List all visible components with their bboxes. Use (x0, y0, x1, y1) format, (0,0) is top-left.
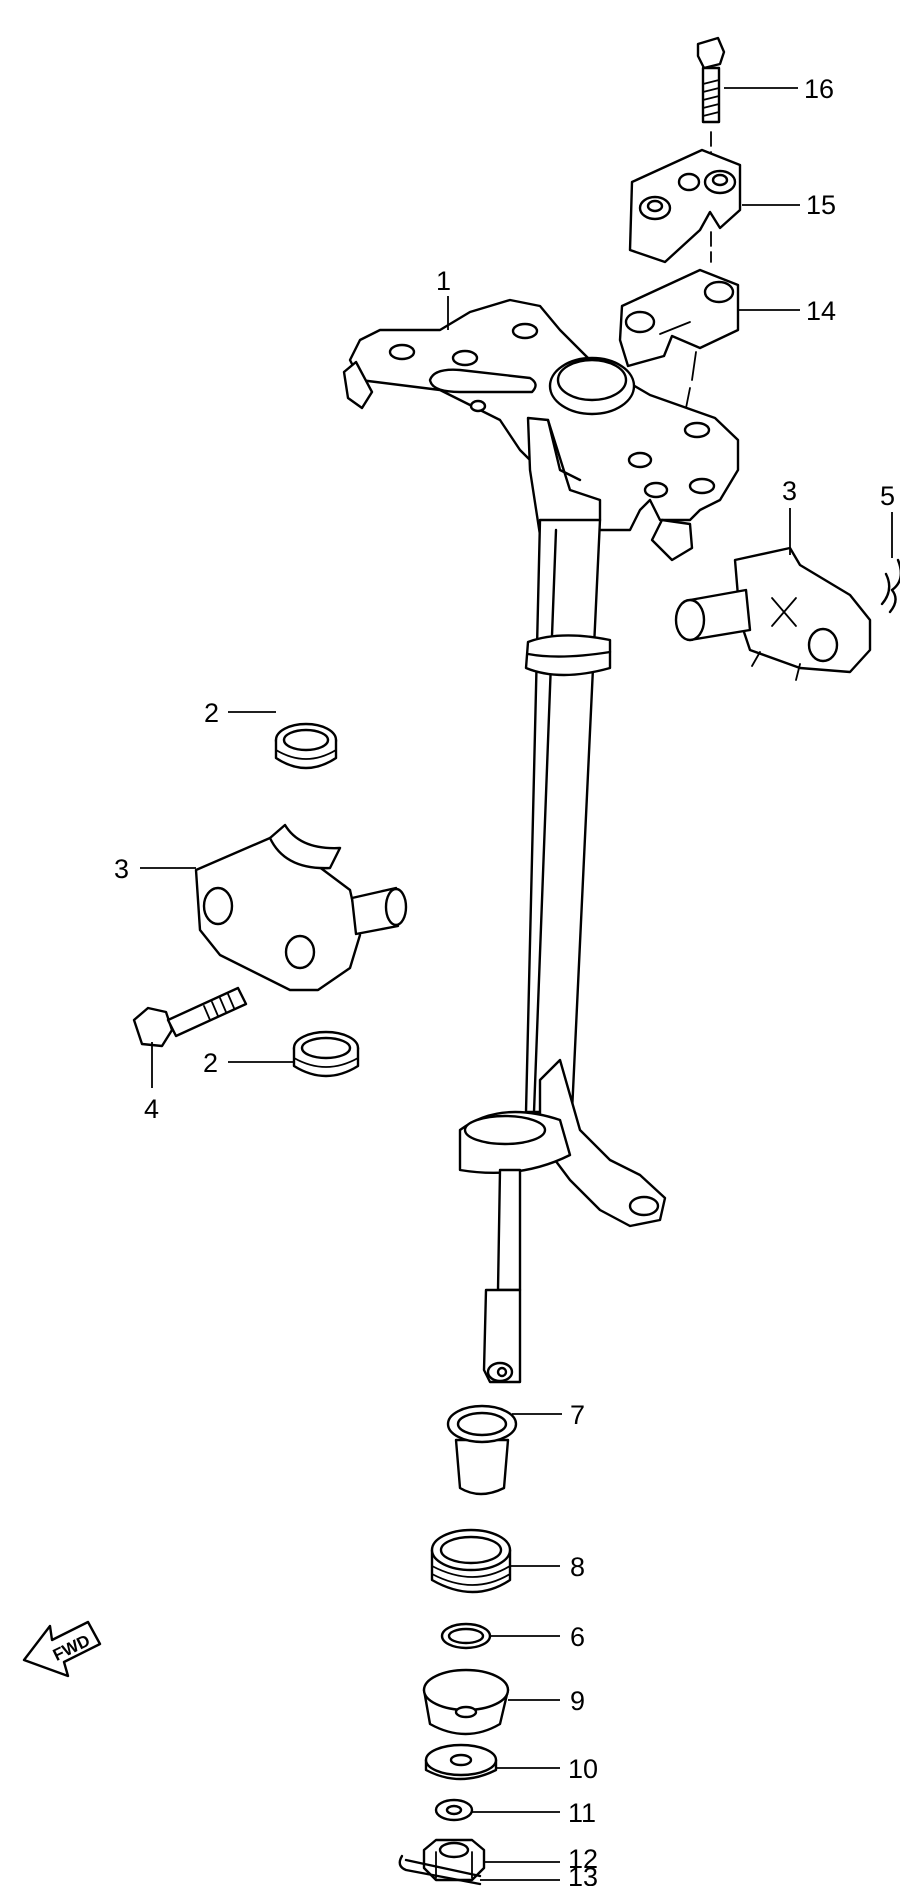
part-4-bolt (132, 986, 248, 1048)
callout-15: 15 (806, 190, 836, 220)
part-3-pivot-clamp-right (674, 546, 872, 681)
callout-2-lower: 2 (203, 1048, 218, 1078)
callout-6: 6 (570, 1622, 585, 1652)
callout-10: 10 (568, 1754, 598, 1784)
part-2-bushing-lower (292, 1030, 360, 1078)
callout-3-right: 3 (782, 476, 797, 506)
callout-2-upper: 2 (204, 698, 219, 728)
part-6-o-ring (440, 1622, 492, 1650)
callout-numbers: 1 2 2 3 3 4 5 6 7 8 9 10 11 12 13 14 15 … (114, 74, 895, 1886)
callout-7: 7 (570, 1400, 585, 1430)
callout-12: 12 (568, 1844, 598, 1874)
part-15-clamp-upper (628, 148, 742, 264)
part-10-washer (424, 1743, 498, 1781)
part-9-cup (422, 1668, 510, 1736)
callout-11: 11 (568, 1798, 596, 1828)
part-14-clamp-lower (618, 268, 740, 409)
part-11-washer (434, 1798, 474, 1822)
part-2-bushing-upper (274, 722, 338, 770)
callout-13: 13 (568, 1862, 598, 1886)
part-12-nut (422, 1838, 486, 1882)
callout-16: 16 (804, 74, 834, 104)
part-16-bolt (696, 36, 726, 161)
part-8-seal (430, 1528, 512, 1594)
callout-14: 14 (806, 296, 836, 326)
part-1-steering-bracket (342, 298, 740, 1384)
callout-4: 4 (144, 1094, 159, 1124)
leader-lines (140, 87, 893, 1881)
part-7-bush (446, 1404, 518, 1496)
callout-1: 1 (436, 266, 451, 296)
fwd-arrow-icon: FWD (22, 1620, 102, 1678)
callout-9: 9 (570, 1686, 585, 1716)
part-13-cotter-pin (398, 1854, 482, 1886)
part-3-pivot-clamp-left (194, 823, 408, 992)
callout-8: 8 (570, 1552, 585, 1582)
callout-3-left: 3 (114, 854, 129, 884)
callout-5: 5 (880, 481, 895, 511)
part-5-clip (880, 558, 900, 614)
